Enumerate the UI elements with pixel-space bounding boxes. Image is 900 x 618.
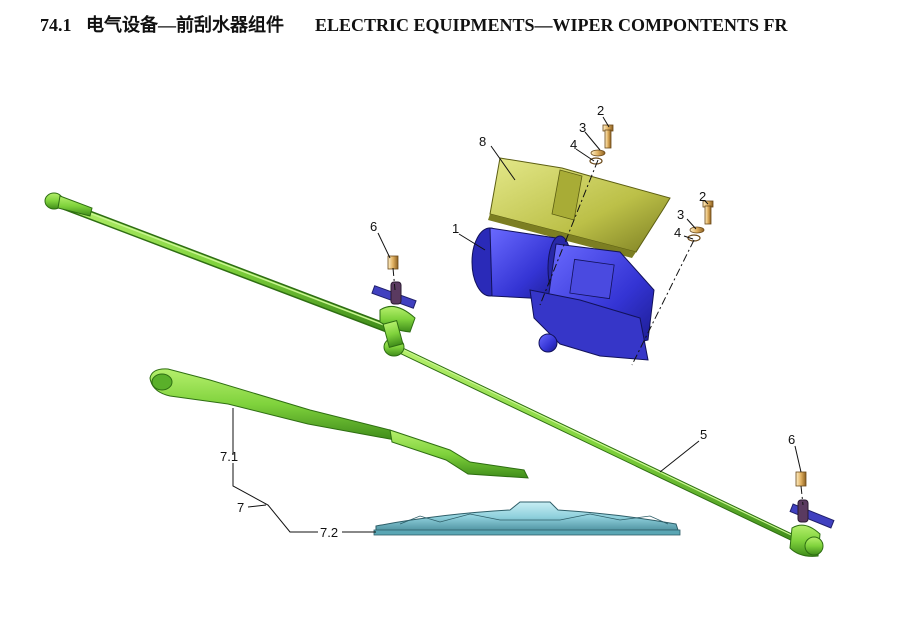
callout-4-lower: 4 (674, 225, 681, 240)
wiper-pivot-left (371, 281, 417, 357)
bolt-lower (702, 200, 714, 225)
callout-2-lower: 2 (699, 189, 706, 204)
callout-1: 1 (452, 221, 459, 236)
callout-6-left: 6 (370, 219, 377, 234)
washer-lower (687, 226, 705, 242)
wiper-motor (471, 227, 655, 361)
callout-7-1: 7.1 (220, 449, 238, 464)
section-number: 74.1 (40, 15, 72, 35)
callout-5: 5 (700, 427, 707, 442)
callout-labels: 1 2 3 4 8 2 3 4 6 6 5 7.1 7 7.2 (220, 103, 795, 540)
callout-4-upper: 4 (570, 137, 577, 152)
wiper-linkage-rod (44, 192, 812, 549)
callout-3-upper: 3 (579, 120, 586, 135)
callout-7-2: 7.2 (320, 525, 338, 540)
leader-lines (232, 116, 802, 533)
pivot-nut-right (795, 471, 807, 487)
callout-7: 7 (237, 500, 244, 515)
assembly-centerlines (392, 159, 804, 506)
wiper-pivot-right (789, 499, 835, 557)
wiper-arm (149, 368, 529, 479)
callout-2-upper: 2 (597, 103, 604, 118)
callout-8: 8 (479, 134, 486, 149)
callout-3-lower: 3 (677, 207, 684, 222)
title-english: ELECTRIC EQUIPMENTS—WIPER COMPONTENTS FR (315, 15, 788, 35)
bolt-upper (602, 124, 614, 149)
wiper-blade (373, 501, 681, 536)
callout-6-right: 6 (788, 432, 795, 447)
title-chinese: 电气设备—前刮水器组件 (86, 15, 284, 35)
page-title: 74.1 电气设备—前刮水器组件 ELECTRIC EQUIPMENTS—WIP… (40, 11, 788, 37)
